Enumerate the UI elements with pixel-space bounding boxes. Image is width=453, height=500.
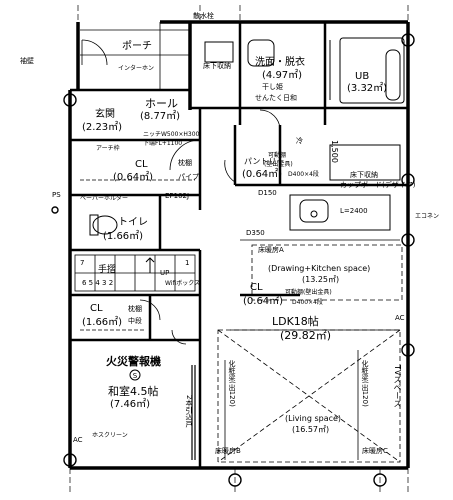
cl2-label: CL [250,282,263,293]
floor-storage-1: 床下収納 [203,62,231,70]
toilet-fixture [89,214,118,236]
interior-walls [70,22,408,468]
num-7: 7 [80,259,85,267]
cl3-label: CL [90,303,103,314]
stair-arrow [145,257,155,273]
fire-alarm-label: 火災警報機 [106,355,161,368]
stair-step-numbers: 6 5 4 3 2 [82,279,114,287]
dk-space-label: (Drawing+Kitchen space) [268,264,371,273]
pantry-label: パントリー [244,157,285,166]
fire-alarm-icon [129,369,141,381]
cl1-area: (0.64㎡) [113,172,154,183]
stairs [74,254,196,292]
bath-fixtures [204,37,405,104]
kitchen-counter [289,144,401,231]
svg-text:S: S [133,372,138,380]
tv-space-label: TVスペース [393,365,402,408]
floor-heating-zones [217,244,403,463]
floor-storage-2: 床下収納 [350,171,378,179]
dryer-label: 干し姫 [262,83,283,91]
washroom-area: (4.97㎡) [262,70,303,81]
dim-1500: 1,500 [330,140,339,163]
grid-circles [51,33,415,487]
dk-area: (13.25㎡) [302,275,340,284]
ep-label: EP102J [165,192,190,200]
num-1: 1 [185,259,190,267]
grid-lines [69,5,409,495]
door-swings [81,39,281,345]
cl3-area: (1.66㎡) [82,317,123,328]
hall-area: (8.77㎡) [140,111,181,122]
sliding-door [191,365,196,460]
mov-shelf-2b: D400×4段 [292,299,323,306]
genkan-area: (2.23㎡) [82,122,123,133]
kesho-beam-2: 化粧梁(出120) [361,360,369,407]
niche-label-2: 下端FL+1100 [143,140,183,147]
toilet-area: (1.66㎡) [103,231,144,242]
toilet-rack-label: ペーパーホルダー [80,195,128,202]
ub-label: UB [355,71,370,82]
ldk-lines [224,239,400,460]
living-space-label: (Living space) [285,414,342,423]
floor-heat-c: 床暖房C [362,447,388,455]
d150-label: D150 [258,189,277,197]
pantry-area: (0.64㎡) [242,169,283,180]
stair-handrail: 手摺 [98,265,117,275]
washitsu-area: (7.46㎡) [110,399,151,410]
exterior-walls [68,20,410,470]
wifi-label: Wifiボックス [165,280,201,287]
sliding-door-label: 2本引込戸 [185,395,193,428]
ac-label-1: AC [73,436,83,444]
drain-label: 散水栓 [193,12,214,20]
mov-shelf-1: 可動棚 [268,152,287,159]
pipe1-label: パイプ [178,173,199,181]
ldk-label: LDK18帖 [272,315,319,328]
washitsu-label: 和室4.5帖 [108,385,159,398]
porch-label: ポーチ [122,41,152,52]
shelf1-label: 枕棚 [178,159,192,167]
kesho-beam-1: 化粧梁(出120) [228,360,236,407]
ac-label-2: AC [395,314,405,322]
genkan-label: 玄関 [95,109,115,120]
fridge-label: 冷 [296,137,303,145]
floor-heat-b: 床暖房B [215,447,241,455]
up-label: UP [160,269,170,277]
d350-label: D350 [246,229,265,237]
washroom-label: 洗面・脱衣 [255,57,305,68]
ldk-area: (29.82㎡) [280,329,332,342]
cl1-label: CL [135,159,148,170]
hall-label: ホール [145,97,178,110]
porch-steps [80,22,190,90]
sunny-label: せんたく日和 [255,94,297,102]
toilet-label: トイレ [118,217,148,228]
cl2-area: (0.64㎡) [243,296,284,307]
econ-label: エコネン [415,213,440,220]
shelf3-label-2: 中段 [128,317,142,325]
living-area: (16.57㎡) [292,425,330,434]
intercom-label: インターホン [118,65,155,72]
mov-shelf-2: 可動棚(壁出金具) [285,289,332,296]
cupboard-label: カップボード(デザイア) [340,181,416,189]
arch-label: アーチ枠 [96,145,120,152]
ub-area: (3.32㎡) [347,83,388,94]
floor-heat-a: 床暖房A [258,246,284,254]
mov-shelf-1c: D400×4段 [288,171,319,178]
screen-label: ホスクリーン [92,432,128,439]
closet-pipes [80,179,195,331]
gutter-label: 袖壁 [20,57,34,65]
niche-label: ニッチW500×H300 [143,131,200,138]
shelf3-label: 枕棚 [128,305,142,313]
ps-label: PS [52,191,61,199]
mov-shelf-1b: (壁出金具) [264,161,293,168]
l2400-label: L=2400 [340,207,368,215]
